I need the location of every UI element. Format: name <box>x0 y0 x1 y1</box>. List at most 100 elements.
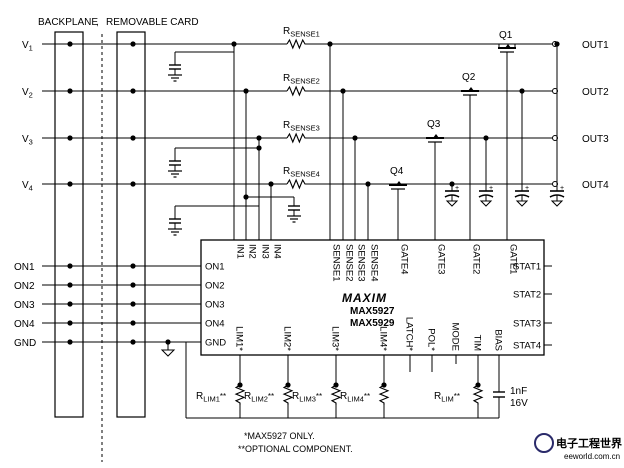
body-arrow <box>396 181 402 185</box>
card-connector <box>116 31 146 418</box>
supply-label-v4: V4 <box>22 180 33 193</box>
pin-label-right: STAT1 <box>513 262 541 273</box>
rlim-label-1: RLIM1** <box>196 391 226 404</box>
body-arrow <box>468 87 474 91</box>
supply-label-v1: V1 <box>22 40 33 53</box>
pin-label-left: ON1 <box>205 262 225 273</box>
sense-resistor-1 <box>286 38 307 50</box>
rlim-resistor-1 <box>234 384 246 405</box>
ground-symbol <box>160 349 176 357</box>
pin-label-bottom: LIM1* <box>234 326 245 351</box>
mosfet-label-q3: Q3 <box>427 119 441 130</box>
pin-label-right: STAT3 <box>513 319 541 330</box>
backplane-connector <box>54 31 84 418</box>
mosfet-q4: Q4 <box>389 166 407 240</box>
junction-dot <box>256 145 262 151</box>
mosfet-label-q4: Q4 <box>390 166 404 177</box>
footnotes: *MAX5927 ONLY. **OPTIONAL COMPONENT. <box>238 431 353 454</box>
pin-label-top: IN1 <box>235 244 246 259</box>
card-caps <box>168 51 301 236</box>
output-cap-1: + <box>549 184 565 207</box>
pin-label-top: SENSE1 <box>331 244 342 282</box>
sense-resistor-label-4: RSENSE4 <box>283 166 320 179</box>
output-label-1: OUT1 <box>582 40 609 51</box>
mosfet-q2: Q2 <box>461 72 479 240</box>
pin-label-bottom: LIM4* <box>378 326 389 351</box>
supply-label-v2: V2 <box>22 87 33 100</box>
card-input-capacitor <box>168 56 182 82</box>
rlim-label-2: RLIM2** <box>244 391 274 404</box>
pin-label-right: STAT2 <box>513 290 541 301</box>
pin-label-bottom: BIAS <box>493 329 504 351</box>
bias-cap-voltage: 16V <box>510 398 528 409</box>
header-separator: , <box>96 17 99 28</box>
sense-resistor-label-2: RSENSE2 <box>283 73 320 86</box>
rlim-label-3: RLIM3** <box>292 391 322 404</box>
sense-resistor-3 <box>286 132 307 144</box>
polarity-mark: + <box>525 185 529 192</box>
output-label-3: OUT3 <box>582 134 609 145</box>
control-label-on2: ON2 <box>14 281 35 292</box>
pin-label-top: GATE4 <box>399 244 410 274</box>
pin-label-bottom: LIM3* <box>330 326 341 351</box>
watermark-logo-icon <box>534 433 554 453</box>
backplane-title: BACKPLANE <box>38 17 98 28</box>
polarity-mark: + <box>560 185 564 192</box>
mosfet-q3: Q3 <box>426 119 444 240</box>
mosfet-label-q1: Q1 <box>499 30 513 41</box>
rlim-label-4: RLIM4** <box>340 391 370 404</box>
tap-lines <box>233 44 369 240</box>
part-number-1: MAX5927 <box>350 306 395 317</box>
rlim-resistor-3 <box>330 384 342 405</box>
card-input-capacitor <box>168 152 182 178</box>
pin-label-bottom: LIM2* <box>282 326 293 351</box>
sense-resistor-4 <box>286 178 307 190</box>
pin-label-bottom: TIM <box>472 335 483 351</box>
ground-symbol <box>445 200 459 207</box>
footnote-1: *MAX5927 ONLY. <box>244 431 315 441</box>
pin-label-top: SENSE4 <box>369 244 380 282</box>
card-input-capacitor <box>168 210 182 236</box>
pin-label-top: SENSE2 <box>344 244 355 282</box>
footnote-2: **OPTIONAL COMPONENT. <box>238 444 353 454</box>
pin-label-bottom: POL* <box>426 328 437 351</box>
watermark-url: eeworld.com.cn <box>564 452 620 461</box>
card-input-capacitor <box>287 197 301 223</box>
pin-label-top: GATE3 <box>436 244 447 274</box>
pin-label-left: ON2 <box>205 281 225 292</box>
watermark-brand: 电子工程世界 <box>556 436 622 450</box>
ground-symbol <box>515 200 529 207</box>
control-label-gnd: GND <box>14 338 36 349</box>
control-label-on3: ON3 <box>14 300 35 311</box>
pin-label-top: GATE2 <box>471 244 482 274</box>
body-arrow <box>433 134 439 138</box>
polarity-mark: + <box>489 185 493 192</box>
pin-label-right: STAT4 <box>513 341 541 352</box>
output-label-4: OUT4 <box>582 180 609 191</box>
output-cap-3: + <box>478 184 494 207</box>
bias-cap-value: 1nF <box>510 386 527 397</box>
mosfet-label-q2: Q2 <box>462 72 476 83</box>
pin-label-bottom: LATCH* <box>404 317 415 351</box>
brand-logo: MAXIM <box>342 291 387 305</box>
supply-label-v3: V3 <box>22 134 33 147</box>
ground-symbol <box>479 200 493 207</box>
pin-label-top: IN3 <box>260 244 271 259</box>
sense-resistor-label-3: RSENSE3 <box>283 120 320 133</box>
gnd-symbol <box>160 339 187 418</box>
rlim-resistor-4 <box>378 384 390 405</box>
pin-label-top: SENSE3 <box>356 244 367 282</box>
output-capacitors: ++++ <box>444 44 565 207</box>
watermark: 电子工程世界 eeworld.com.cn <box>534 433 622 461</box>
part-number-2: MAX5929 <box>350 318 395 329</box>
pin-label-left: ON3 <box>205 300 225 311</box>
rlim-resistor-5 <box>472 384 484 405</box>
